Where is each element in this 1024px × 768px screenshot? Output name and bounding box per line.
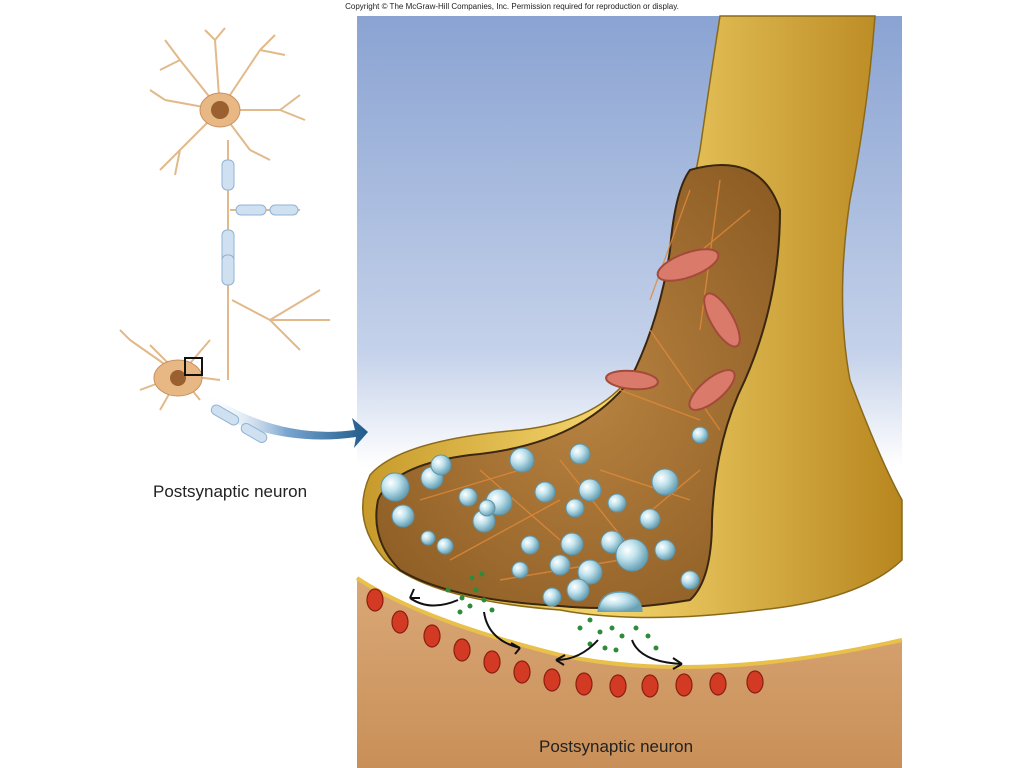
neurotransmitter-dot xyxy=(597,629,603,635)
cytoskeleton-fibers xyxy=(419,179,751,581)
neurotransmitter-dot xyxy=(481,597,487,603)
receptor xyxy=(513,660,531,684)
diffusion-arrows xyxy=(409,588,683,670)
neurotransmitter-dot xyxy=(602,645,608,651)
myelin-sheath xyxy=(210,159,299,443)
bottom-neuron-label: Postsynaptic neuron xyxy=(539,737,694,756)
receptor xyxy=(746,670,764,694)
vesicle xyxy=(509,447,535,473)
receptor xyxy=(609,674,627,698)
vesicle xyxy=(639,508,661,530)
receptor xyxy=(675,673,693,697)
vesicle xyxy=(458,487,478,507)
vesicle xyxy=(607,493,627,513)
receptor xyxy=(709,672,727,696)
neurotransmitter-dot xyxy=(479,571,485,577)
vesicle xyxy=(534,481,556,503)
vesicle xyxy=(615,538,649,572)
vesicle xyxy=(430,454,452,476)
postsynaptic-nucleus xyxy=(170,370,186,386)
neurotransmitter-dot xyxy=(459,595,465,601)
vesicle xyxy=(478,499,496,517)
synaptic-vesicles xyxy=(380,426,709,607)
vesicle xyxy=(436,537,454,555)
vesicle xyxy=(577,559,603,585)
neurotransmitter-dot xyxy=(577,625,583,631)
neurotransmitter-dot xyxy=(613,647,619,653)
neurotransmitter-dot xyxy=(469,575,475,581)
receptor xyxy=(575,672,593,696)
vesicle xyxy=(680,570,700,590)
receptor xyxy=(423,624,441,648)
vesicle xyxy=(566,578,590,602)
vesicle xyxy=(420,530,436,546)
neurotransmitter-dot xyxy=(653,645,659,651)
receptor xyxy=(453,638,471,662)
postsynaptic-membrane-body xyxy=(357,578,902,768)
receptor xyxy=(391,610,409,634)
vesicle xyxy=(391,504,415,528)
vesicle xyxy=(651,468,679,496)
copyright-notice: Copyright © The McGraw-Hill Companies, I… xyxy=(345,2,679,11)
vesicle xyxy=(520,535,540,555)
neurotransmitter-dot xyxy=(609,625,615,631)
vesicle xyxy=(560,532,584,556)
receptor xyxy=(366,588,384,612)
neurotransmitter-dot xyxy=(445,587,451,593)
receptor xyxy=(641,674,659,698)
zoom-arrow xyxy=(205,395,368,448)
vesicle xyxy=(578,478,602,502)
neurotransmitter-dot xyxy=(619,633,625,639)
vesicle xyxy=(691,426,709,444)
receptor xyxy=(543,668,561,692)
vesicle xyxy=(549,554,571,576)
vesicle xyxy=(565,498,585,518)
vesicle xyxy=(654,539,676,561)
receptor xyxy=(483,650,501,674)
postsynaptic-membrane xyxy=(355,576,903,669)
vesicle xyxy=(511,561,529,579)
receptors xyxy=(366,588,764,698)
mitochondria xyxy=(605,248,741,411)
vesicle xyxy=(380,472,410,502)
neurotransmitter-dot xyxy=(467,603,473,609)
neurotransmitter-dot xyxy=(457,609,463,615)
neurotransmitter-dot xyxy=(489,607,495,613)
neurotransmitter-dot xyxy=(645,633,651,639)
fusing-vesicle xyxy=(597,591,643,613)
left-neuron-label: Postsynaptic neuron xyxy=(153,482,308,501)
neurotransmitter-dot xyxy=(633,625,639,631)
neuron-sketch xyxy=(119,27,330,411)
neurotransmitter-dot xyxy=(587,617,593,623)
neurotransmitter-dot xyxy=(473,587,479,593)
neurotransmitter-molecules xyxy=(445,571,659,653)
neurotransmitter-dot xyxy=(587,641,593,647)
presynaptic-nucleus xyxy=(211,101,229,119)
vesicle xyxy=(569,443,591,465)
vesicle xyxy=(542,587,562,607)
zoom-box xyxy=(184,357,203,376)
